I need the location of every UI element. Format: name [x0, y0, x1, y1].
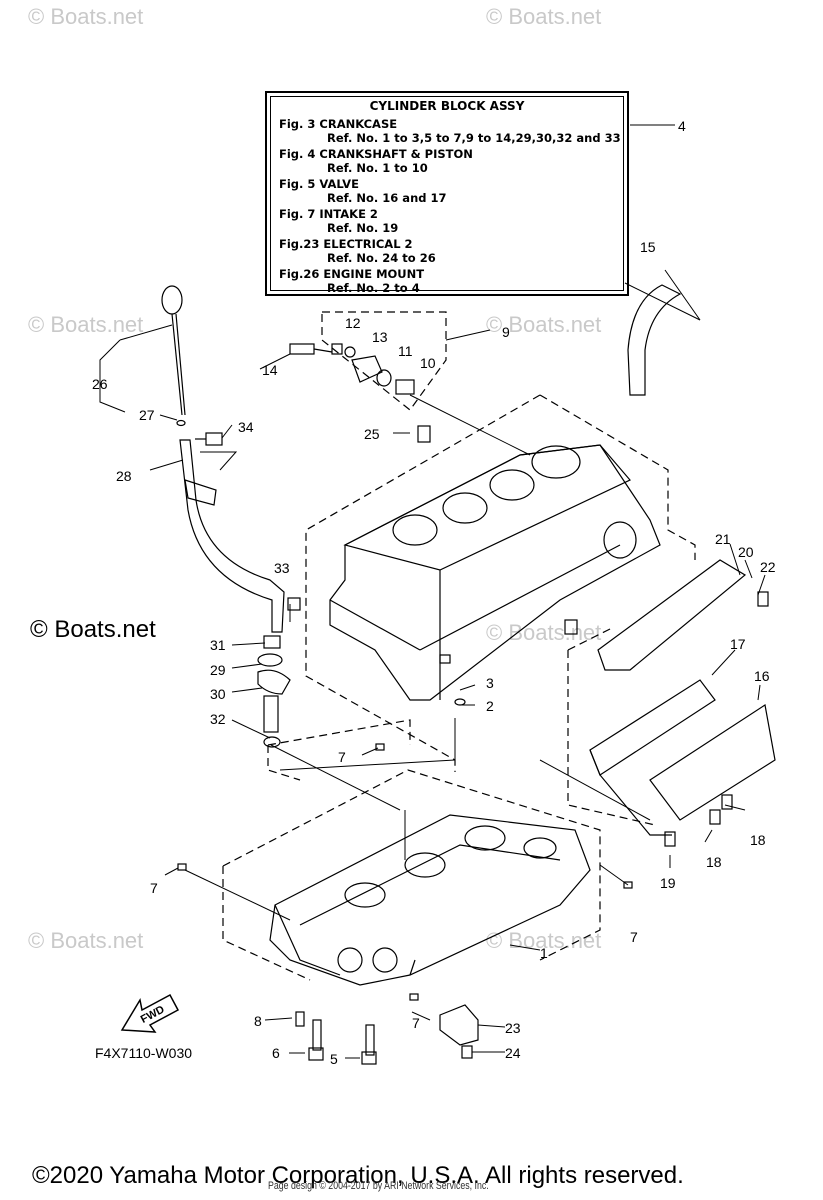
- callout-2: 2: [486, 698, 494, 714]
- callout-25: 25: [364, 426, 380, 442]
- watermark-top-right: © Boats.net: [486, 4, 602, 29]
- hose-15: [627, 284, 682, 396]
- watermark-large: © Boats.net: [30, 616, 156, 643]
- callout-1: 1: [540, 945, 548, 961]
- callout-17: 17: [730, 636, 746, 652]
- callout-10: 10: [420, 355, 436, 371]
- callout-33: 33: [274, 560, 290, 576]
- callout-5: 5: [330, 1051, 338, 1067]
- callout-27: 27: [139, 407, 155, 423]
- dipstick-assembly: [161, 285, 301, 748]
- callout-13: 13: [372, 329, 388, 345]
- callout-3: 3: [486, 675, 494, 691]
- callout-28: 28: [116, 468, 132, 484]
- callout-7-left: 7: [150, 880, 158, 896]
- callout-24: 24: [505, 1045, 521, 1061]
- watermark-mid-right: © Boats.net: [486, 312, 602, 337]
- callout-7-top: 7: [338, 749, 346, 765]
- ref-label: Ref. No. 19: [327, 221, 399, 235]
- callout-18-right: 18: [750, 832, 766, 848]
- callout-32: 32: [210, 711, 226, 727]
- leader-lines: [99, 124, 766, 1059]
- info-box-inner-border: [270, 96, 624, 291]
- copyright-notice: ©2020 Yamaha Motor Corporation, U.S.A. A…: [32, 1162, 684, 1189]
- bottom-fasteners: [177, 743, 633, 1065]
- upper-block-dashed-frame: [305, 311, 696, 826]
- watermark-bottom-right: © Boats.net: [486, 928, 602, 953]
- callout-16: 16: [754, 668, 770, 684]
- callout-29: 29: [210, 662, 226, 678]
- callout-34: 34: [238, 419, 254, 435]
- side-cover-assembly: [589, 559, 776, 847]
- fig-label: Fig. 4 CRANKSHAFT & PISTON: [279, 147, 473, 161]
- callout-18-left: 18: [706, 854, 722, 870]
- dowel-25: [417, 425, 431, 443]
- fig-label: Fig. 5 VALVE: [279, 177, 359, 191]
- callout-22: 22: [760, 559, 776, 575]
- callout-15: 15: [640, 239, 656, 255]
- callout-23: 23: [505, 1020, 521, 1036]
- callout-20: 20: [738, 544, 754, 560]
- fwd-arrow-icon: [120, 993, 180, 1033]
- info-box-title: CYLINDER BLOCK ASSY: [369, 99, 525, 113]
- ref-label: Ref. No. 24 to 26: [327, 251, 436, 265]
- ref-label: Ref. No. 16 and 17: [327, 191, 447, 205]
- fig-label: Fig. 3 CRANKCASE: [279, 117, 398, 131]
- callout-31: 31: [210, 637, 226, 653]
- fitting-group: [289, 343, 415, 395]
- watermark-mid-left: © Boats.net: [28, 312, 144, 337]
- fig-label: Fig.23 ELECTRICAL 2: [279, 237, 413, 251]
- page-design-notice: Page design © 2004-2017 by ARI Network S…: [268, 1180, 489, 1192]
- callout-7-bottom: 7: [412, 1015, 420, 1031]
- callout-19: 19: [660, 875, 676, 891]
- callout-26: 26: [92, 376, 108, 392]
- fig-label: Fig. 7 INTAKE 2: [279, 207, 378, 221]
- callout-7-right: 7: [630, 929, 638, 945]
- callout-14: 14: [262, 362, 278, 378]
- watermark-bottom-left: © Boats.net: [28, 928, 144, 953]
- watermark-center-right: © Boats.net: [486, 620, 602, 645]
- ref-label: Ref. No. 2 to 4: [327, 281, 420, 295]
- callout-6: 6: [272, 1045, 280, 1061]
- callout-30: 30: [210, 686, 226, 702]
- lower-case-dashed-frame: [222, 719, 601, 981]
- fig-label: Fig.26 ENGINE MOUNT: [279, 267, 425, 281]
- callout-8: 8: [254, 1013, 262, 1029]
- crankcase: [269, 814, 591, 986]
- callout-9: 9: [502, 324, 510, 340]
- callout-21: 21: [715, 531, 731, 547]
- ref-label: Ref. No. 1 to 3,5 to 7,9 to 14,29,30,32 …: [327, 131, 621, 145]
- cylinder-block: [329, 444, 661, 706]
- callout-4: 4: [678, 118, 686, 134]
- diagram-code: F4X7110-W030: [95, 1045, 193, 1061]
- callout-12: 12: [345, 315, 361, 331]
- callout-11: 11: [398, 343, 413, 359]
- watermark-top-left: © Boats.net: [28, 4, 144, 29]
- ref-label: Ref. No. 1 to 10: [327, 161, 428, 175]
